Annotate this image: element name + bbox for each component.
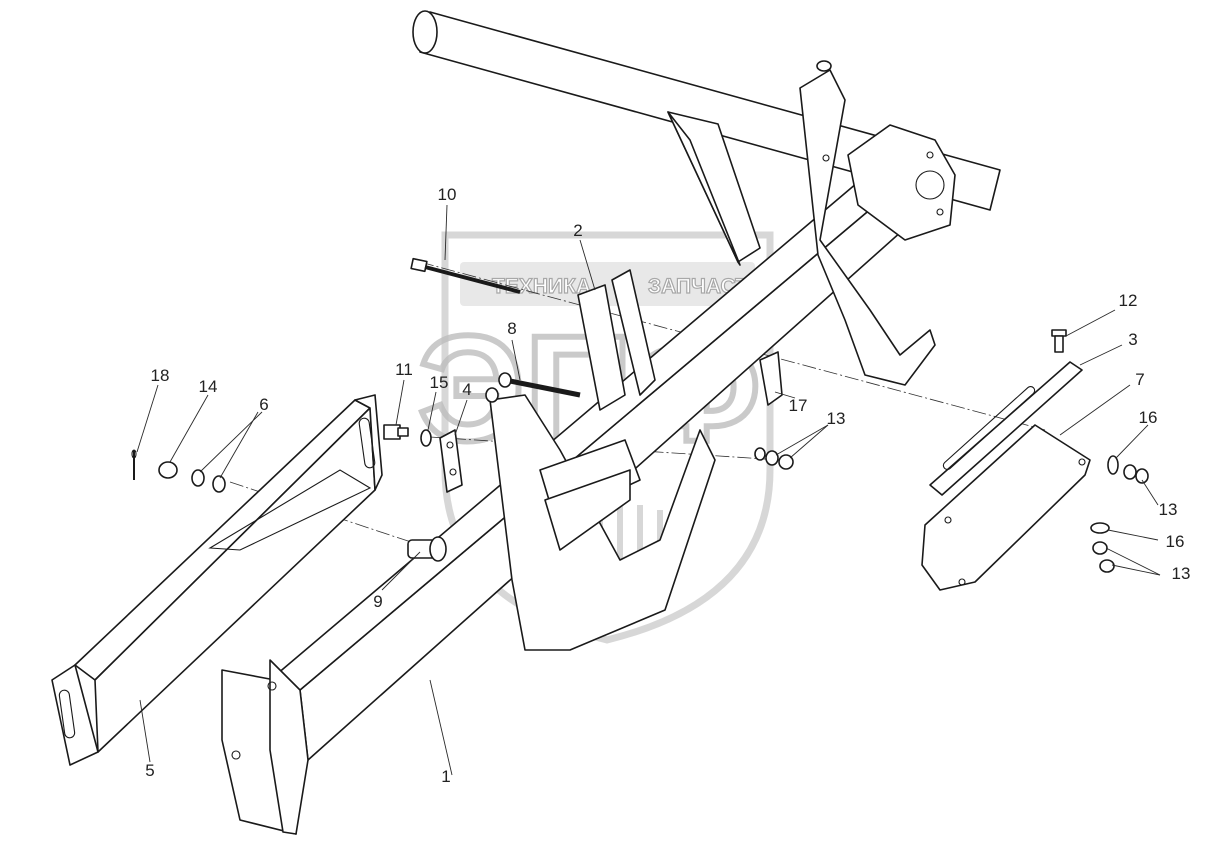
bolt-11 xyxy=(383,424,409,440)
extension-arm xyxy=(51,394,383,766)
pin-8 xyxy=(485,372,581,403)
bolt-10 xyxy=(410,257,521,294)
callout-11: 11 xyxy=(395,360,413,379)
callout-12: 12 xyxy=(1119,291,1138,310)
callout-15: 15 xyxy=(430,373,449,392)
hook-bracket xyxy=(799,60,936,386)
washers-6 xyxy=(191,469,226,493)
callout-2: 2 xyxy=(573,221,582,240)
callout-16-upper: 16 xyxy=(1139,408,1158,427)
end-flange-bracket xyxy=(847,124,956,241)
callout-17: 17 xyxy=(789,396,808,415)
callout-7: 7 xyxy=(1135,370,1144,389)
nuts-13-lower xyxy=(1092,541,1115,573)
nuts-13-center xyxy=(754,447,794,470)
callout-6: 6 xyxy=(259,395,268,414)
cotter-pin-18 xyxy=(131,449,137,480)
right-slotted-bracket xyxy=(921,361,1091,591)
callout-5: 5 xyxy=(145,761,154,780)
callout-8: 8 xyxy=(507,319,516,338)
callout-13-center: 13 xyxy=(827,409,846,428)
callout-13-upper: 13 xyxy=(1159,500,1178,519)
nut-14 xyxy=(158,461,178,479)
callout-1: 1 xyxy=(441,767,450,786)
callout-10: 10 xyxy=(438,185,457,204)
callout-4: 4 xyxy=(462,380,471,399)
upper-bracket-plate xyxy=(667,111,761,266)
link-plate xyxy=(439,429,463,493)
bolt-12 xyxy=(1051,329,1067,353)
callout-18: 18 xyxy=(151,366,170,385)
washer-16-lower xyxy=(1090,522,1110,534)
callout-13-lower: 13 xyxy=(1172,564,1191,583)
callout-16-lower: 16 xyxy=(1166,532,1185,551)
washer-16-upper xyxy=(1107,455,1119,475)
watermark-banner xyxy=(460,262,755,306)
callout-14: 14 xyxy=(199,377,218,396)
leader-lines xyxy=(136,204,1161,776)
callout-9: 9 xyxy=(373,592,382,611)
nuts-13-upper xyxy=(1123,464,1149,484)
washer-15 xyxy=(420,429,432,447)
callout-3: 3 xyxy=(1128,330,1137,349)
callout-labels: 1 2 3 4 5 6 7 8 9 10 11 12 13 13 13 14 1… xyxy=(145,185,1190,786)
center-yoke xyxy=(489,269,783,651)
pin-9 xyxy=(407,536,447,562)
